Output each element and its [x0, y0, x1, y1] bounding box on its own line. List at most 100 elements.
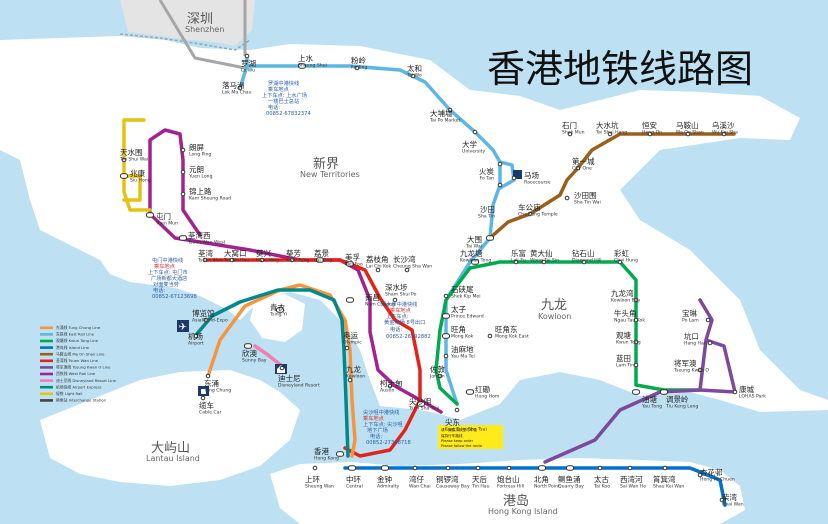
- interchange-marker: [566, 465, 574, 471]
- station-marker: [662, 465, 668, 471]
- station-name-zh: 蓝田: [616, 353, 631, 363]
- svg-text:电话:: 电话:: [390, 325, 402, 333]
- legend-item: 西铁线 West Rail Line: [56, 371, 96, 376]
- station-name-zh: 大水坑: [596, 120, 619, 130]
- svg-text:罗湖中港快线: 罗湖中港快线: [268, 79, 299, 87]
- station-name-zh: 筲箕湾: [653, 474, 676, 484]
- interchange-marker: [348, 465, 356, 471]
- station-name-en: Lok Fu: [511, 258, 526, 264]
- station-marker: [721, 131, 727, 137]
- station-name-en: Quarry Bay: [558, 484, 584, 490]
- station-marker: [597, 465, 603, 471]
- station-marker: [527, 211, 533, 217]
- station-marker: [497, 182, 503, 188]
